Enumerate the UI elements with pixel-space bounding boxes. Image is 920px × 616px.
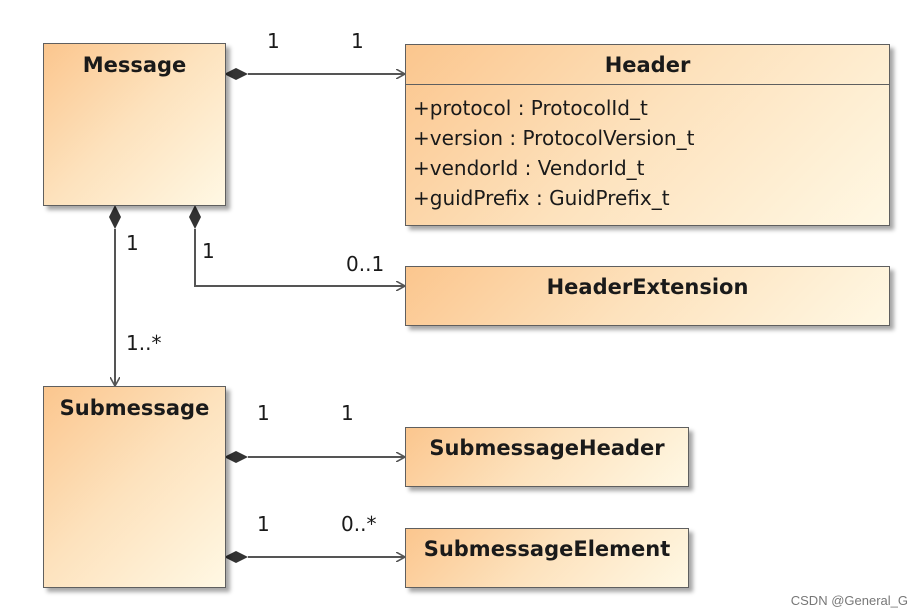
attribute-protocol: +protocol : ProtocolId_t [413, 96, 648, 120]
class-submessage-header[interactable]: SubmessageHeader [405, 427, 689, 487]
association-submessage-submessage-element [224, 551, 405, 563]
class-name-submessage-header: SubmessageHeader [429, 436, 665, 460]
watermark: CSDN @General_G [790, 593, 908, 608]
class-submessage-element[interactable]: SubmessageElement [405, 528, 689, 588]
attribute-vendor-id: +vendorId : VendorId_t [413, 156, 645, 180]
attribute-version: +version : ProtocolVersion_t [413, 126, 695, 150]
association-message-submessage [109, 205, 121, 386]
association-submessage-submessage-header [224, 451, 405, 463]
mult-submessage-submessage-header-source: 1 [257, 401, 270, 425]
mult-message-header-target: 1 [351, 29, 364, 53]
association-message-header-extension [189, 205, 405, 286]
class-header[interactable]: Header +protocol : ProtocolId_t +version… [405, 44, 890, 226]
mult-message-submessage-target: 1..* [126, 331, 162, 355]
mult-submessage-submessage-header-target: 1 [341, 401, 354, 425]
composition-diamond [224, 451, 248, 463]
composition-diamond [224, 551, 248, 563]
mult-message-header-extension-source: 1 [202, 239, 215, 263]
mult-submessage-submessage-element-target: 0..* [341, 512, 377, 536]
class-name-submessage-element: SubmessageElement [423, 537, 671, 561]
mult-message-submessage-source: 1 [126, 231, 139, 255]
mult-submessage-submessage-element-source: 1 [257, 512, 270, 536]
class-name-message: Message [82, 53, 187, 77]
mult-message-header-extension-target: 0..1 [346, 252, 385, 276]
mult-message-header-source: 1 [267, 29, 280, 53]
composition-diamond [189, 205, 201, 229]
association-message-header [224, 68, 405, 80]
attribute-guid-prefix: +guidPrefix : GuidPrefix_t [413, 186, 670, 210]
class-name-submessage: Submessage [59, 396, 210, 420]
header-name-compartment: Header [406, 45, 889, 85]
class-name-header-extension: HeaderExtension [546, 275, 749, 299]
class-submessage[interactable]: Submessage [43, 386, 226, 588]
header-attributes: +protocol : ProtocolId_t +version : Prot… [413, 93, 885, 213]
composition-diamond [224, 68, 248, 80]
class-header-extension[interactable]: HeaderExtension [405, 266, 890, 326]
class-message[interactable]: Message [43, 43, 226, 206]
class-name-header: Header [604, 52, 691, 77]
composition-diamond [109, 205, 121, 229]
